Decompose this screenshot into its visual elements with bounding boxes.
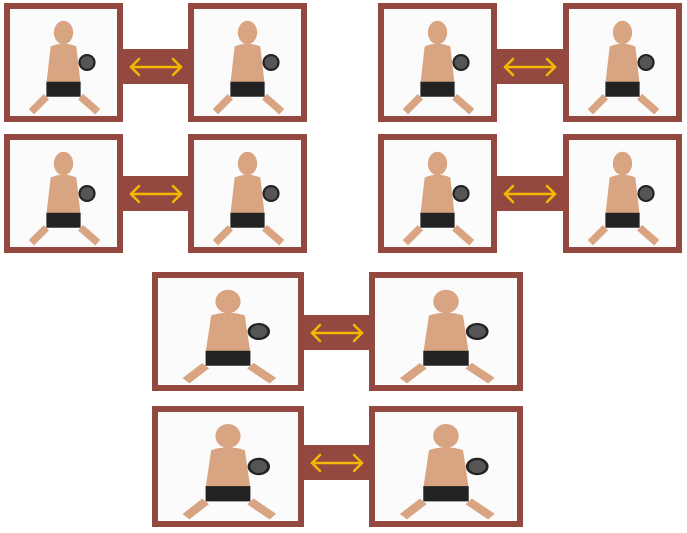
double-arrow-icon bbox=[503, 57, 557, 76]
person-figure bbox=[402, 151, 475, 246]
person-figure bbox=[212, 151, 285, 246]
person-figure bbox=[182, 289, 277, 384]
double-arrow-icon bbox=[503, 184, 557, 203]
person-figure bbox=[402, 20, 475, 115]
double-arrow-connector bbox=[304, 445, 369, 480]
person-figure bbox=[399, 289, 495, 384]
double-arrow-icon bbox=[128, 57, 183, 76]
woman-overhead-wheel-twist-end-photo bbox=[188, 3, 307, 122]
double-arrow-icon bbox=[309, 453, 364, 472]
person-figure bbox=[399, 423, 495, 520]
double-arrow-connector bbox=[304, 315, 369, 350]
person-figure bbox=[28, 20, 101, 115]
double-arrow-connector bbox=[497, 49, 563, 84]
person-figure bbox=[212, 20, 285, 115]
man-table-arm-rollout-end-photo bbox=[369, 406, 523, 527]
man-table-arm-rollout-start-photo bbox=[152, 406, 304, 527]
woman-overhead-wheel-press-start-photo bbox=[378, 134, 497, 253]
woman-overhead-wheel-twist-start-photo bbox=[4, 3, 123, 122]
woman-overhead-wheel-press-end-photo bbox=[563, 134, 682, 253]
person-figure bbox=[587, 20, 660, 115]
man-seated-ab-rollout-start-photo bbox=[152, 272, 304, 391]
person-figure bbox=[182, 423, 277, 520]
double-arrow-connector bbox=[497, 176, 563, 211]
woman-chair-leg-extension-start-photo bbox=[4, 134, 123, 253]
double-arrow-icon bbox=[128, 184, 183, 203]
double-arrow-connector bbox=[123, 49, 188, 84]
man-seated-forward-stretch-start-photo bbox=[378, 3, 497, 122]
man-seated-forward-stretch-end-photo bbox=[563, 3, 682, 122]
double-arrow-icon bbox=[309, 323, 364, 342]
person-figure bbox=[587, 151, 660, 246]
person-figure bbox=[28, 151, 101, 246]
man-seated-ab-rollout-end-photo bbox=[369, 272, 523, 391]
double-arrow-connector bbox=[123, 176, 188, 211]
woman-chair-leg-extension-end-photo bbox=[188, 134, 307, 253]
